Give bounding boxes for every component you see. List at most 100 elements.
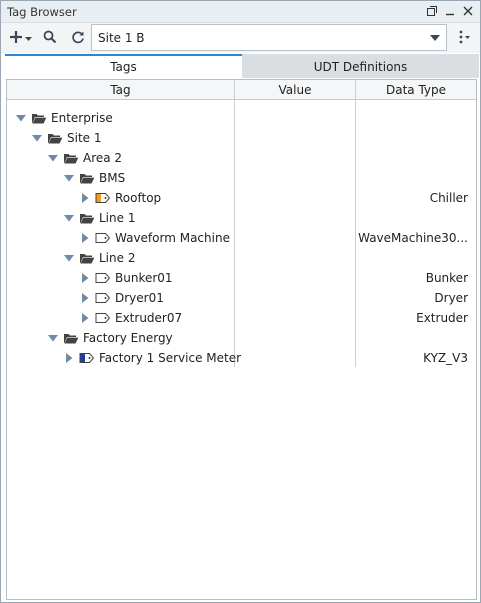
tag-cell: Line 1 bbox=[63, 208, 135, 228]
add-tag-button[interactable] bbox=[5, 23, 35, 53]
chevron-down-icon[interactable] bbox=[427, 30, 443, 46]
tree-row[interactable]: Factory Energy bbox=[7, 328, 476, 348]
folder-open-icon bbox=[31, 108, 47, 128]
tree-expanded-icon[interactable] bbox=[63, 168, 75, 188]
tree-row[interactable]: Bunker01 Bunker bbox=[7, 268, 476, 288]
refresh-button[interactable] bbox=[67, 23, 89, 53]
tag-data-type bbox=[356, 248, 468, 268]
udt-instance-orange-icon bbox=[95, 188, 111, 208]
udt-instance-icon bbox=[95, 228, 111, 248]
tree-expanded-icon[interactable] bbox=[63, 208, 75, 228]
tag-name: Site 1 bbox=[67, 131, 102, 145]
tag-cell: Enterprise bbox=[15, 108, 113, 128]
tag-data-type: Bunker bbox=[425, 271, 468, 285]
search-icon bbox=[43, 30, 57, 47]
tag-data-type bbox=[356, 208, 468, 228]
tag-value bbox=[235, 168, 355, 188]
folder-open-icon bbox=[79, 248, 95, 268]
tag-value bbox=[235, 188, 355, 208]
tag-name: Line 2 bbox=[99, 251, 136, 265]
tag-data-type: Dryer bbox=[434, 291, 468, 305]
tree-row[interactable]: Site 1 bbox=[7, 128, 476, 148]
column-divider bbox=[234, 80, 235, 367]
tree-collapsed-icon[interactable] bbox=[79, 288, 91, 308]
column-divider bbox=[355, 80, 356, 367]
tag-name: Waveform Machine bbox=[115, 231, 230, 245]
tag-cell: Area 2 bbox=[47, 148, 122, 168]
tree-expanded-icon[interactable] bbox=[15, 108, 27, 128]
tree-row[interactable]: Line 1 bbox=[7, 208, 476, 228]
folder-open-icon bbox=[63, 328, 79, 348]
tag-provider-select[interactable]: Site 1 B bbox=[91, 24, 447, 51]
tree-collapsed-icon[interactable] bbox=[79, 188, 91, 208]
tree-row[interactable]: Extruder07 Extruder bbox=[7, 308, 476, 328]
tree-collapsed-icon[interactable] bbox=[79, 268, 91, 288]
tree-collapsed-icon[interactable] bbox=[63, 348, 75, 368]
tag-cell: Factory Energy bbox=[47, 328, 173, 348]
chevron-down-icon bbox=[24, 31, 32, 45]
tag-data-type: Extruder bbox=[416, 311, 468, 325]
tab-tags[interactable]: Tags bbox=[5, 54, 242, 78]
tag-cell: Factory 1 Service Meter bbox=[63, 348, 241, 368]
folder-open-icon bbox=[79, 168, 95, 188]
tag-name: Extruder07 bbox=[115, 311, 183, 325]
tag-value bbox=[235, 328, 355, 348]
tag-value bbox=[235, 348, 355, 368]
folder-open-icon bbox=[63, 148, 79, 168]
kebab-menu-icon bbox=[458, 30, 470, 47]
tree-expanded-icon[interactable] bbox=[31, 128, 43, 148]
toolbar: Site 1 B bbox=[1, 23, 480, 53]
tag-cell: BMS bbox=[63, 168, 125, 188]
udt-instance-icon bbox=[95, 288, 111, 308]
column-header-data-type[interactable]: Data Type bbox=[385, 83, 447, 97]
udt-instance-blue-icon bbox=[79, 348, 95, 368]
tag-name: Rooftop bbox=[115, 191, 162, 205]
tab-udt-definitions[interactable]: UDT Definitions bbox=[242, 54, 479, 78]
tag-name: Dryer01 bbox=[115, 291, 164, 305]
window-title: Tag Browser bbox=[7, 5, 77, 19]
tree-row[interactable]: BMS bbox=[7, 168, 476, 188]
close-icon[interactable] bbox=[460, 3, 476, 19]
column-header-value[interactable]: Value bbox=[278, 83, 312, 97]
float-window-icon[interactable] bbox=[424, 3, 440, 19]
tree-expanded-icon[interactable] bbox=[47, 148, 59, 168]
tag-cell: Waveform Machine bbox=[79, 228, 230, 248]
tree-row[interactable]: Enterprise bbox=[7, 108, 476, 128]
tag-data-type bbox=[356, 168, 468, 188]
tag-name: BMS bbox=[99, 171, 126, 185]
tag-cell: Dryer01 bbox=[79, 288, 164, 308]
tag-value bbox=[235, 108, 355, 128]
tree-row[interactable]: Dryer01 Dryer bbox=[7, 288, 476, 308]
tree-collapsed-icon[interactable] bbox=[79, 308, 91, 328]
tree-row[interactable]: Area 2 bbox=[7, 148, 476, 168]
tag-name: Enterprise bbox=[51, 111, 113, 125]
column-header-tag[interactable]: Tag bbox=[110, 83, 131, 97]
tab-strip: Tags UDT Definitions bbox=[5, 54, 479, 78]
tag-cell: Site 1 bbox=[31, 128, 102, 148]
tag-name: Area 2 bbox=[83, 151, 123, 165]
udt-instance-icon bbox=[95, 308, 111, 328]
folder-open-icon bbox=[47, 128, 63, 148]
tree-expanded-icon[interactable] bbox=[63, 248, 75, 268]
tree-expanded-icon[interactable] bbox=[47, 328, 59, 348]
udt-instance-icon bbox=[95, 268, 111, 288]
tag-name: Factory 1 Service Meter bbox=[99, 351, 242, 365]
title-bar: Tag Browser bbox=[1, 1, 480, 23]
tree-row[interactable]: Line 2 bbox=[7, 248, 476, 268]
tag-cell: Bunker01 bbox=[79, 268, 173, 288]
minimize-icon[interactable] bbox=[442, 3, 458, 19]
tree-collapsed-icon[interactable] bbox=[79, 228, 91, 248]
refresh-icon bbox=[71, 30, 85, 47]
tag-value bbox=[235, 128, 355, 148]
search-button[interactable] bbox=[39, 23, 61, 53]
tag-value bbox=[235, 208, 355, 228]
tag-value bbox=[235, 308, 355, 328]
folder-open-icon bbox=[79, 208, 95, 228]
more-options-button[interactable] bbox=[450, 23, 478, 53]
tag-cell: Rooftop bbox=[79, 188, 161, 208]
